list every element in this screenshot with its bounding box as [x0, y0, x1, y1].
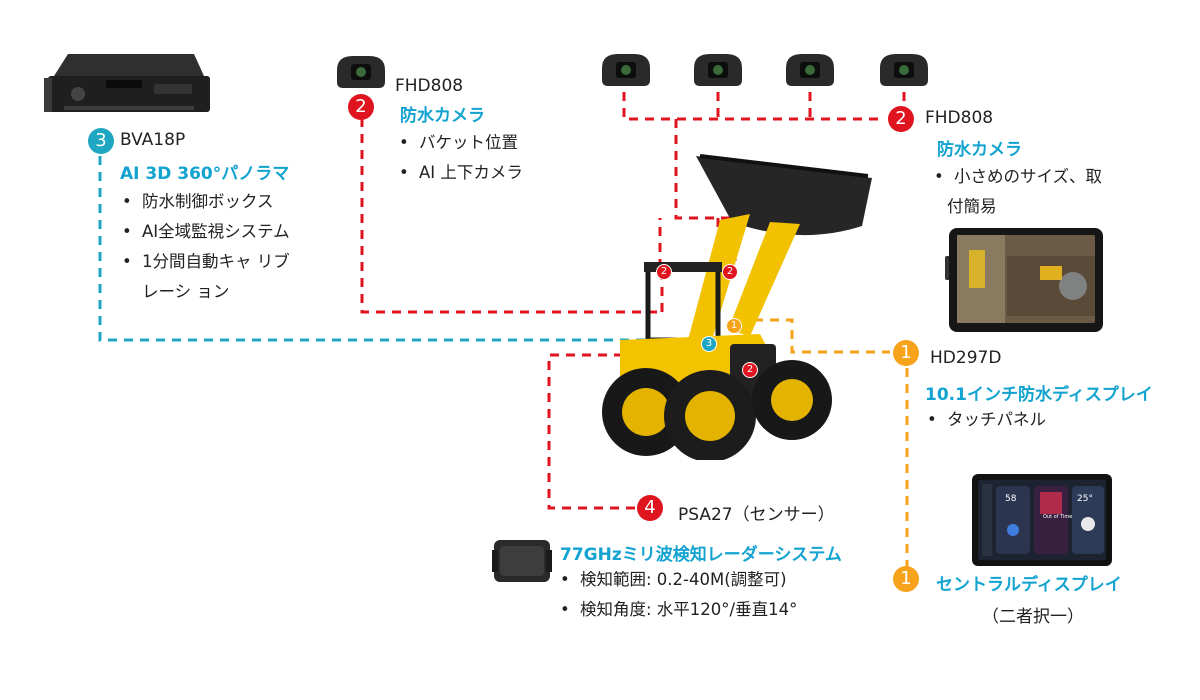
central-screen-temp1: 58 [1005, 494, 1017, 504]
hd297-feature: 10.1インチ防水ディスプレイ [925, 385, 1153, 405]
fhd-right-feature: 防水カメラ [937, 140, 1022, 160]
psa-bullet: 検知角度: 水平120°/垂直14° [558, 595, 797, 625]
control-box-image [44, 50, 214, 120]
bva-bullet: 1分間自動キャ リブ [120, 247, 290, 277]
psa-model: PSA27（センサー） [678, 505, 835, 525]
fhd-left-model: FHD808 [395, 76, 464, 96]
fhd-right-badge: 2 [888, 106, 914, 132]
central-note: （二者択一） [982, 607, 1084, 627]
camera-top-4-image [876, 50, 932, 94]
camera-top-1-image [598, 50, 654, 94]
hd297-badge: 1 [893, 340, 919, 366]
fhd-right-bullet-continued: 付簡易 [947, 197, 997, 216]
display-line [738, 318, 890, 354]
psa-bullets: 検知範囲: 0.2-40M(調整可) 検知角度: 水平120°/垂直14° [558, 565, 797, 625]
bva-feature: AI 3D 360°パノラマ [120, 164, 290, 184]
top-cameras-line [622, 92, 883, 121]
central-screen-temp2: 25° [1077, 494, 1093, 504]
hd297-bullets: タッチパネル [925, 405, 1046, 435]
vehicle-marker-display: 1 [726, 318, 742, 334]
hd297-model: HD297D [930, 348, 1002, 368]
radar-sensor-image [492, 536, 554, 590]
fhd-right-bullet: 小さめのサイズ、取 [932, 162, 1102, 192]
camera-left-image [333, 52, 389, 96]
bva-bullet: AI全域監視システム [120, 217, 290, 247]
fhd-left-bullet: AI 上下カメラ [397, 158, 523, 188]
bva-bullet-continued: レーシ ョン [142, 282, 230, 301]
camera-top-2-image [690, 50, 746, 94]
vehicle-marker-camera: 2 [722, 264, 738, 280]
psa-bullet: 検知範囲: 0.2-40M(調整可) [558, 565, 797, 595]
camera-top-3-image [782, 50, 838, 94]
central-screen-song: Out of Time [1043, 514, 1073, 520]
bva-model: BVA18P [120, 130, 186, 150]
fhd-left-bullets: バケット位置 AI 上下カメラ [397, 128, 523, 188]
psa-feature: 77GHzミリ波検知レーダーシステム [560, 545, 842, 565]
bva-line [98, 156, 705, 342]
central-display-image [972, 474, 1112, 572]
bva-bullet: 防水制御ボックス [120, 187, 290, 217]
bva-bullets: 防水制御ボックス AI全域監視システム 1分間自動キャ リブ [120, 187, 290, 277]
fhd-left-bullet: バケット位置 [397, 128, 523, 158]
psa-badge: 4 [637, 495, 663, 521]
vehicle-marker-camera: 2 [656, 264, 672, 280]
hd297-bullet: タッチパネル [925, 405, 1046, 435]
central-feature: セントラルディスプレイ [936, 575, 1122, 595]
central-badge: 1 [893, 566, 919, 592]
vehicle-marker-bva: 3 [701, 336, 717, 352]
fhd-right-model: FHD808 [925, 108, 994, 128]
vehicle-marker-sensor: 2 [742, 362, 758, 378]
monitor-image [945, 226, 1105, 340]
wheel-loader-image [600, 150, 890, 464]
left-camera-line [360, 118, 662, 314]
bva-badge: 3 [88, 128, 114, 154]
fhd-left-badge: 2 [348, 94, 374, 120]
fhd-left-feature: 防水カメラ [400, 106, 485, 126]
fhd-right-bullets: 小さめのサイズ、取 [932, 162, 1102, 192]
